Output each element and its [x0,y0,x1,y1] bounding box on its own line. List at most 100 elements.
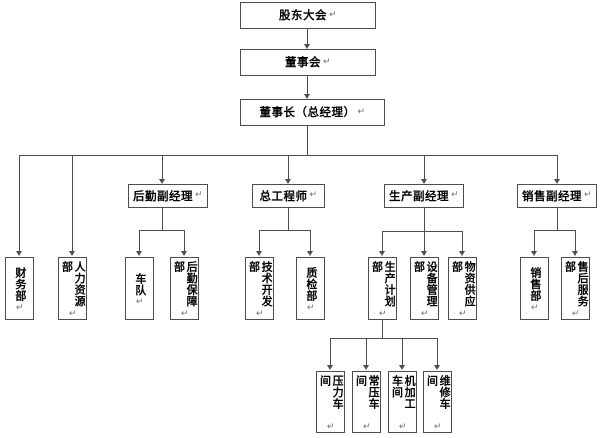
arrowhead-atmospheric-workshop [363,365,369,370]
arrowhead-logistics-manager [159,179,165,184]
node-maintenance-workshop[interactable]: 维修车间↵ [423,371,452,433]
connector-to-material-supply [462,231,463,252]
arrowhead-quality-inspection [307,251,313,256]
pilcrow-mark: ↵ [377,308,388,320]
pilcrow-mark: ↵ [457,308,468,320]
node-logistics-support-dept[interactable]: 后勤保障部↵ [170,257,199,320]
pilcrow-mark: ↵ [419,308,430,320]
connector-to-pressure-workshop [330,338,331,366]
node-label: 财务部 [13,267,27,302]
arrowhead-sales-dept [531,251,537,256]
node-label: 后勤保障部 [172,261,199,307]
pilcrow-mark: ↵ [254,308,265,320]
pilcrow-mark: ↵ [305,302,316,314]
pilcrow-mark: ↵ [583,190,593,201]
node-sales-dept[interactable]: 销售部↵ [520,257,549,320]
node-label: 总工程师 [259,188,308,203]
pilcrow-mark: ↵ [14,302,25,314]
arrowhead-pressure-workshop [327,365,333,370]
node-label: 技术开发部 [247,261,274,307]
node-shareholders-meeting[interactable]: 股东大会↵ [240,2,376,29]
arrowhead-logistics-support [181,251,187,256]
node-chairman-general-manager[interactable]: 董事长（总经理）↵ [240,99,385,126]
node-sales-deputy-manager[interactable]: 销售副经理↵ [517,184,597,208]
connector-bus-to-finance [19,155,20,252]
node-label: 生产副经理 [388,188,449,203]
connector-to-tech-development [259,230,260,252]
pilcrow-mark: ↵ [529,302,540,314]
node-label: 董事会 [284,55,321,70]
pilcrow-mark: ↵ [325,421,336,433]
arrowhead-hr [69,251,75,256]
arrowhead-sales-manager [554,179,560,184]
node-equipment-management-dept[interactable]: 设备管理部↵ [410,257,439,320]
node-label: 压力车间 [318,375,345,410]
arrowhead-after-sales [572,251,578,256]
node-label: 设备管理部 [412,261,439,307]
connector-production-manager-down [424,208,425,231]
arrowhead-tech-development [256,251,262,256]
connector-to-maintenance-workshop [437,338,438,366]
node-chief-engineer[interactable]: 总工程师↵ [252,184,325,208]
bus-workshops [330,338,437,339]
node-machining-workshop[interactable]: 机加工车间↵ [388,371,417,433]
node-pressure-workshop[interactable]: 压力车间 ↵ [316,371,345,433]
arrowhead-finance [16,251,22,256]
connector-to-logistics-support [184,230,185,252]
connector-sales-manager-down [557,208,558,230]
node-after-sales-service-dept[interactable]: 售后服务部↵ [561,257,590,320]
arrowhead-material-supply [459,251,465,256]
connector-bus-to-chief-engineer [288,155,289,180]
node-label: 销售副经理 [521,188,582,203]
node-fleet-team[interactable]: 车队↵ [125,257,154,320]
connector-chairman-to-bus [307,126,308,155]
connector-to-atmospheric-workshop [366,338,367,366]
node-label: 物资供应部 [450,261,477,307]
pilcrow-mark: ↵ [397,421,408,433]
arrowhead-production-manager [421,179,427,184]
pilcrow-mark: ↵ [194,190,204,201]
node-logistics-deputy-manager[interactable]: 后勤副经理↵ [128,184,208,208]
bus-sales-children [534,230,576,231]
bus-chief-engineer-children [259,230,311,231]
arrowhead-machining-workshop [399,365,405,370]
node-label: 生产计划部 [370,261,397,307]
connector-bus-to-hr [72,155,73,252]
bus-logistics-children [139,230,185,231]
connector-to-equipment-management [424,231,425,252]
node-label: 董事长（总经理） [259,105,356,120]
connector-bus-to-logistics-manager [162,155,163,180]
node-material-supply-dept[interactable]: 物资供应部↵ [448,257,477,320]
arrowhead-fleet [136,251,142,256]
node-tech-development-dept[interactable]: 技术开发部↵ [245,257,274,320]
node-quality-inspection-dept[interactable]: 质检部↵ [296,257,325,320]
node-label: 销售部 [528,267,542,302]
node-board-of-directors[interactable]: 董事会↵ [240,49,376,76]
node-label: 质检部 [304,267,318,302]
node-finance-dept[interactable]: 财务部↵ [5,257,34,320]
arrowhead-maintenance-workshop [434,365,440,370]
arrowhead-chairman [304,94,310,99]
node-label: 车队 [133,272,147,296]
connector-bus-to-sales-manager [557,155,558,180]
pilcrow-mark: ↵ [328,9,338,20]
arrowhead-production-planning [379,251,385,256]
connector-bus-to-production-manager [424,155,425,180]
pilcrow-mark: ↵ [357,106,366,117]
node-production-planning-dept[interactable]: 生产计划部↵ [368,257,397,320]
connector-to-production-planning [382,231,383,252]
node-production-deputy-manager[interactable]: 生产副经理↵ [384,184,464,208]
node-hr-dept[interactable]: 人力资源部↵ [58,257,87,320]
node-label: 售后服务部 [563,261,590,307]
arrowhead-equipment-management [421,251,427,256]
connector-to-sales-dept [534,230,535,252]
connector-logistics-manager-down [162,208,163,230]
pilcrow-mark: ↵ [361,421,372,433]
pilcrow-mark: ↵ [179,308,190,320]
connector-to-machining-workshop [402,338,403,366]
node-atmospheric-workshop[interactable]: 常压车间↵ [352,371,381,433]
connector-production-planning-down [382,320,383,338]
connector-to-fleet [139,230,140,252]
arrowhead-chief-engineer [285,179,291,184]
